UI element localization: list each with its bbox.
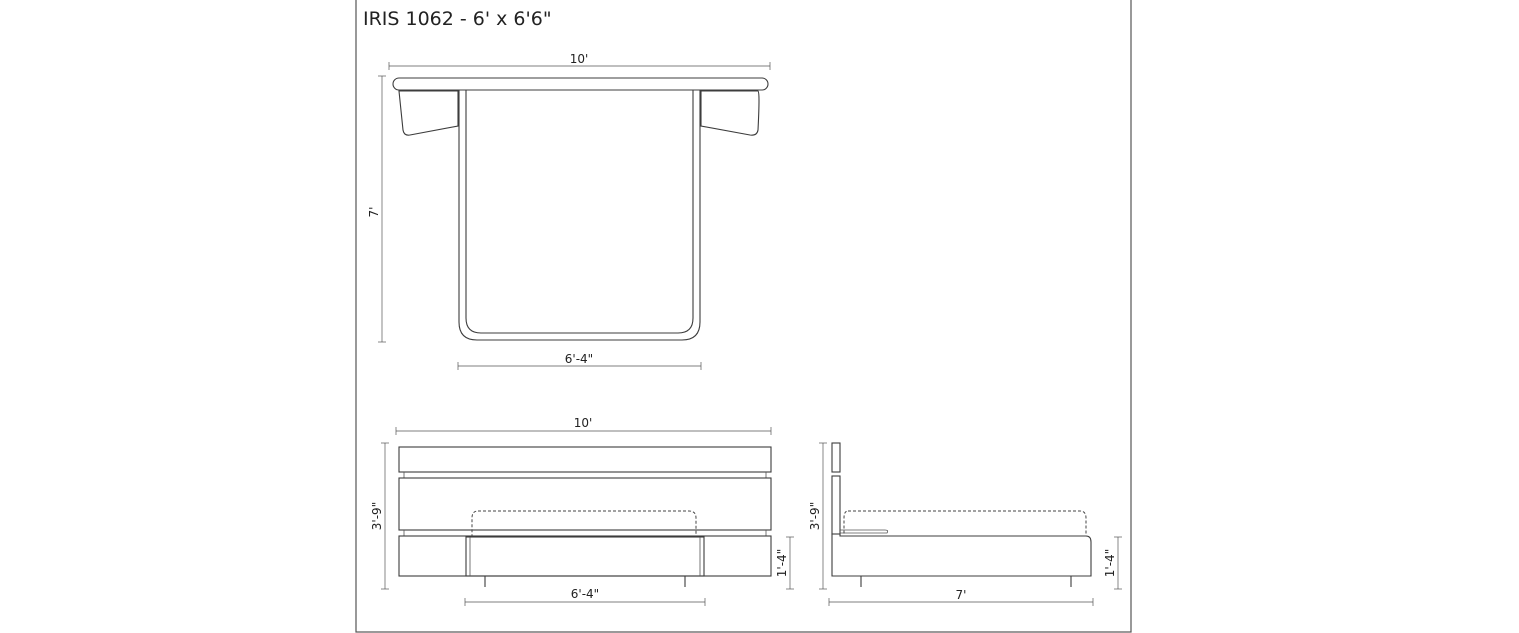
side-mattress-outline [843,510,1087,537]
side-bed-base [831,533,1092,577]
side-base-height-label: 1'-4" [1103,549,1117,577]
plan-width-label: 10' [570,52,589,66]
front-headboard-top [398,446,772,473]
front-height-dimension: 3'-9" [370,442,389,590]
front-frame-width-dimension: 6'-4" [464,587,706,606]
plan-length-dimension: 7' [367,75,386,343]
plan-nightstand-left [398,90,459,136]
side-height-label: 3'-9" [808,502,822,530]
side-headboard-top [831,442,841,473]
side-view: 3'-9" 1'-4" 7' [808,442,1122,606]
front-mattress-outline [471,510,697,538]
front-view: 10' 3'-9" 1'-4" 6'-4" [370,416,794,606]
sheet-border [355,0,1132,633]
plan-bed-frame-outer [458,90,701,341]
plan-frame-width-dimension: 6'-4" [457,352,702,370]
plan-width-dimension: 10' [388,52,771,70]
plan-frame-width-label: 6'-4" [565,352,593,366]
front-base-height-label: 1'-4" [775,549,789,577]
front-frame-width-label: 6'-4" [571,587,599,601]
side-headboard-middle [831,475,841,535]
drawing-title: IRIS 1062 - 6' x 6'6" [363,8,552,30]
plan-nightstand-right [700,90,760,136]
side-nightstand-top [840,529,889,534]
front-height-label: 3'-9" [370,502,384,530]
front-bed-base [465,536,705,577]
plan-length-label: 7' [367,207,381,218]
side-length-label: 7' [956,588,967,602]
front-width-label: 10' [574,416,593,430]
front-width-dimension: 10' [395,416,772,435]
side-base-height-dimension: 1'-4" [1103,536,1122,590]
side-length-dimension: 7' [828,588,1094,606]
plan-view: 10' 7' 6'-4" [367,52,771,370]
front-base-height-dimension: 1'-4" [775,536,794,590]
side-height-dimension: 3'-9" [808,442,827,590]
front-base-band [398,535,772,577]
plan-headboard [392,77,769,91]
plan-bed-frame-inner [465,90,694,334]
front-headboard-middle [398,477,772,531]
